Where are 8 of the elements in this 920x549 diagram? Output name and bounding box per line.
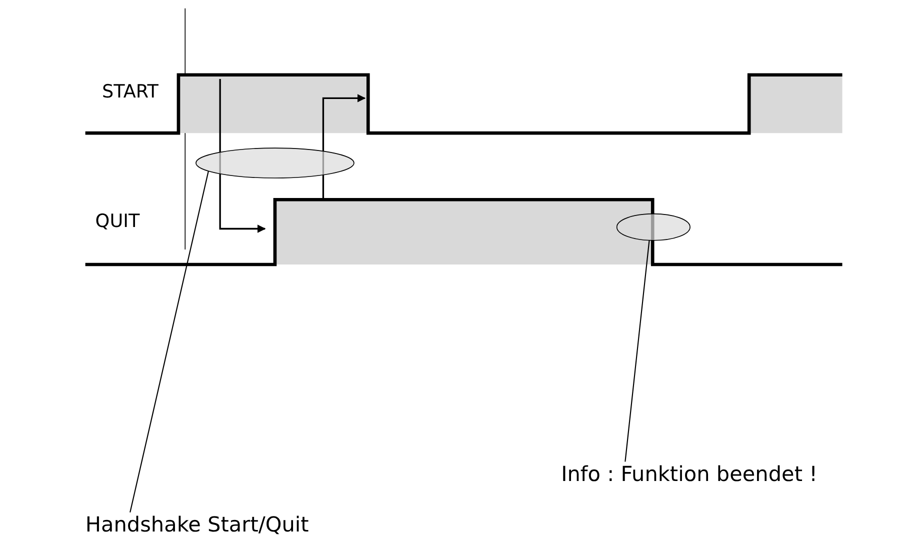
signal-name: QUIT	[95, 211, 140, 234]
annotation-text: Info : Funktion beendet !	[561, 462, 818, 487]
highlight-ellipse	[616, 212, 691, 242]
leader-line	[130, 170, 209, 513]
highlight-ellipse	[195, 147, 355, 179]
leader-line	[624, 240, 650, 462]
signal-name: START	[102, 82, 158, 104]
annotation-text: Handshake Start/Quit	[85, 512, 309, 538]
